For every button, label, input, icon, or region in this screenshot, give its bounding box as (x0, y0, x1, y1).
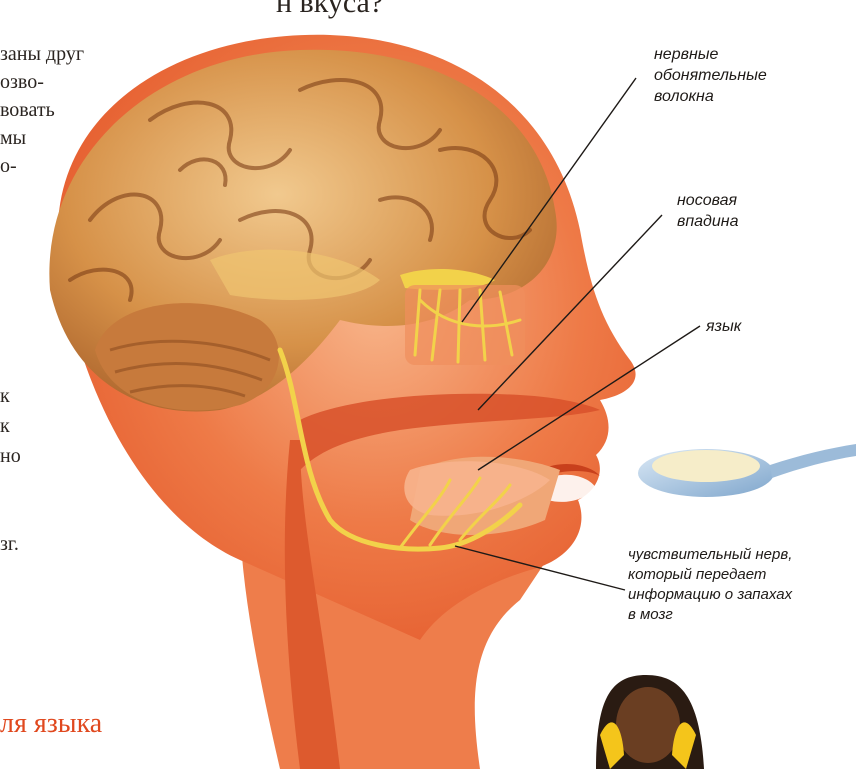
top-heading-fragment: н вкуса? (276, 0, 383, 20)
left-text-line: заны друг (0, 40, 84, 68)
spoon-icon (638, 444, 856, 497)
left-text-line: озво- (0, 68, 44, 96)
left-text-line: но (0, 442, 21, 470)
nasal-cavity-label: носовая впадина (677, 190, 739, 232)
left-text-line: к (0, 412, 10, 440)
left-text-line: о- (0, 152, 17, 180)
tongue-label: язык (706, 316, 741, 337)
bottom-heading-fragment: ля языка (0, 708, 102, 740)
left-text-line: зг. (0, 530, 19, 558)
child-illustration (596, 675, 704, 769)
left-text-line: мы (0, 124, 26, 152)
olfactory-fibers-label: нервные обонятельные волокна (654, 44, 767, 107)
sensory-nerve-label: чувствительный нерв, который передает ин… (628, 545, 792, 625)
left-text-line: к (0, 382, 10, 410)
left-text-line: вовать (0, 96, 55, 124)
